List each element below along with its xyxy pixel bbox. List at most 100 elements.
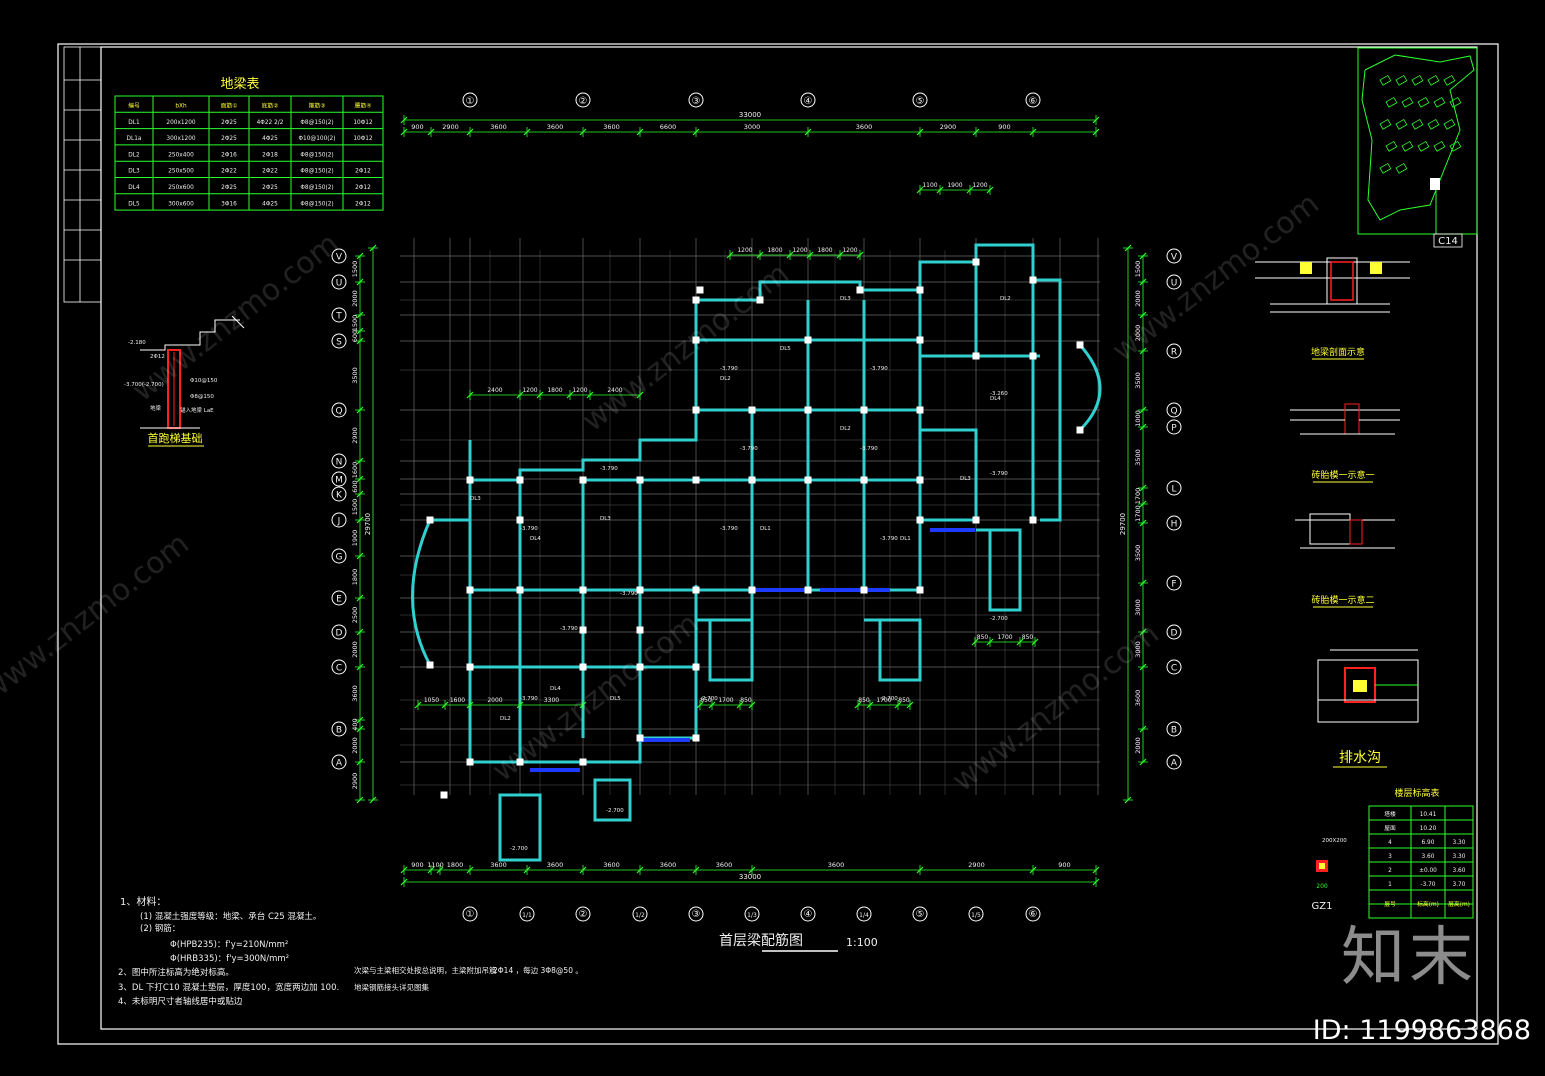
dim-inner: 1700 <box>997 634 1012 641</box>
dim-left: 2900 <box>351 773 359 790</box>
stair-detail-label: 地梁 <box>150 404 162 412</box>
axis-bubble-top: ⑤ <box>916 96 925 107</box>
stair-detail-label: 锚入地梁 LaE <box>180 406 214 414</box>
stair-detail-label: -3.700(-2.700) <box>124 382 164 388</box>
ground-beam-section: 地梁剖面示意 <box>1255 257 1410 360</box>
axis-bubble-top: ② <box>579 96 588 107</box>
dim-inner: 850 <box>898 697 910 704</box>
elevation-label: -3.790 <box>620 591 638 597</box>
axis-bubble-right: A <box>1171 759 1178 769</box>
general-notes: 1、材料： (1) 混凝土强度等级：地梁、承台 C25 混凝土。 (2) 钢筋：… <box>118 895 583 1007</box>
dim-inner: 850 <box>977 634 989 641</box>
dim-inner: 1050 <box>424 697 439 704</box>
axis-bubble-left: U <box>336 279 343 289</box>
beam-table-cell: 2Φ22 <box>262 169 278 175</box>
axis-bubble-right: V <box>1171 253 1178 263</box>
beam-table-header: bXh <box>175 104 187 110</box>
dim-inner: 1700 <box>718 697 733 704</box>
dim-inner: 1100 <box>922 182 937 189</box>
beam-table-header: 腰筋④ <box>355 102 372 110</box>
dim-inner: 1200 <box>737 247 752 254</box>
beam-table-cell: Φ8@150(2) <box>300 201 333 207</box>
dim-right: 3000 <box>1134 599 1142 616</box>
beam-label: DL2 <box>720 376 731 382</box>
dim-left: 2000 <box>351 737 359 754</box>
section-1-title: 地梁剖面示意 <box>1311 346 1365 358</box>
beam-table-cell: 2Φ25 <box>262 185 278 191</box>
elevation-label: -2.700 <box>700 696 718 702</box>
dim-top: 3600 <box>603 123 620 131</box>
dim-top-overall: 33000 <box>739 111 761 119</box>
axis-bubble-right: L <box>1171 485 1176 495</box>
dim-right: 2000 <box>1134 290 1142 307</box>
dim-left: 600 <box>351 330 359 342</box>
axis-bubble-right: H <box>1171 520 1178 530</box>
axis-bubble-right: C <box>1171 664 1177 674</box>
axis-bubble-left: M <box>335 476 343 486</box>
dim-inner: 1700 <box>876 697 891 704</box>
dim-right: 1000 <box>1134 410 1142 427</box>
notes-line-4: 3、DL 下打C10 混凝土垫层，厚度100，宽度两边加 100. <box>118 982 339 993</box>
beam-table-cell: 2Φ16 <box>221 152 237 158</box>
dim-inner: 850 <box>700 697 712 704</box>
beam-layout <box>411 243 1102 862</box>
axis-bubble-right: F <box>1171 580 1176 590</box>
beam-table-cell: 2Φ18 <box>262 152 278 158</box>
axis-bubble-bottom: 1/3 <box>747 912 757 919</box>
stair-foundation-detail: -2.1802Φ12-3.700(-2.700)Φ10@150Φ8@150锚入地… <box>124 315 245 447</box>
dim-inner: 1800 <box>547 387 562 394</box>
beam-table-cell: Φ8@150(2) <box>300 152 333 158</box>
dim-left: 1500 <box>351 261 359 278</box>
axis-bubble-left: N <box>336 458 343 468</box>
dim-left: 1900 <box>351 530 359 547</box>
dim-right: 3600 <box>1134 690 1142 707</box>
axis-bubble-top: ③ <box>692 96 701 107</box>
beam-table-cell: 250x600 <box>168 185 194 191</box>
dim-left: 1500 <box>351 315 359 332</box>
dim-left: 600 <box>351 480 359 492</box>
dim-inner: 2400 <box>487 387 502 394</box>
notes-steel-2: Φ(HRB335)：f'y=300N/mm² <box>170 954 289 964</box>
elevation-label: -2.700 <box>880 696 898 702</box>
dim-right: 3500 <box>1134 449 1142 466</box>
level-table-cell: 3.70 <box>1453 882 1466 888</box>
dim-inner: 1200 <box>792 247 807 254</box>
axis-bubble-left: T <box>335 312 342 322</box>
beam-label: DL2 <box>1000 296 1011 302</box>
axis-bubble-right: D <box>1171 629 1178 639</box>
plan-scale: 1:100 <box>846 936 878 949</box>
level-table-cell: 3.30 <box>1453 840 1466 846</box>
notes-line-5: 4、未标明尺寸者轴线居中或贴边 <box>118 996 243 1007</box>
dim-bottom: 3600 <box>828 861 845 869</box>
elevation-label: -3.790 <box>560 626 578 632</box>
notes-extra-2: 地梁钢筋接头详见图集 <box>354 982 429 992</box>
section-4-title: 排水沟 <box>1339 750 1381 766</box>
axis-bubble-left: J <box>337 517 341 527</box>
beam-table-cell: DL4 <box>128 185 140 191</box>
plan-title-block: 首层梁配筋图 1:100 <box>719 932 878 952</box>
beam-table-cell: 2Φ12 <box>355 185 371 191</box>
axis-grid <box>400 238 1100 795</box>
beam-table-header: 箍筋③ <box>309 102 326 110</box>
level-table-cell: 3.60 <box>1422 854 1435 860</box>
level-table-header: 标高(m) <box>1417 900 1439 908</box>
dim-top: 3600 <box>856 123 873 131</box>
binding-strip <box>63 46 102 303</box>
axis-bubble-right: U <box>1171 279 1178 289</box>
beam-label: DL4 <box>530 536 541 542</box>
dim-bottom: 1800 <box>447 861 464 869</box>
axis-bubble-left: B <box>336 726 342 736</box>
beam-table-cell: 10Φ12 <box>353 136 373 142</box>
elevation-label: -3.790 <box>720 366 738 372</box>
notes-extra-1b: 2Φ14 ，每边 3Φ8@50 。 <box>493 965 583 975</box>
axis-bubble-top: ④ <box>804 96 813 107</box>
dim-bottom: 900 <box>411 861 423 869</box>
dim-left: 2500 <box>351 607 359 624</box>
dim-left-total: 29700 <box>364 513 372 535</box>
beam-label: DL3 <box>840 296 851 302</box>
beam-table-cell: 300x1200 <box>166 136 196 142</box>
gz1-detail: 200X200 200 GZ1 <box>1312 838 1348 912</box>
